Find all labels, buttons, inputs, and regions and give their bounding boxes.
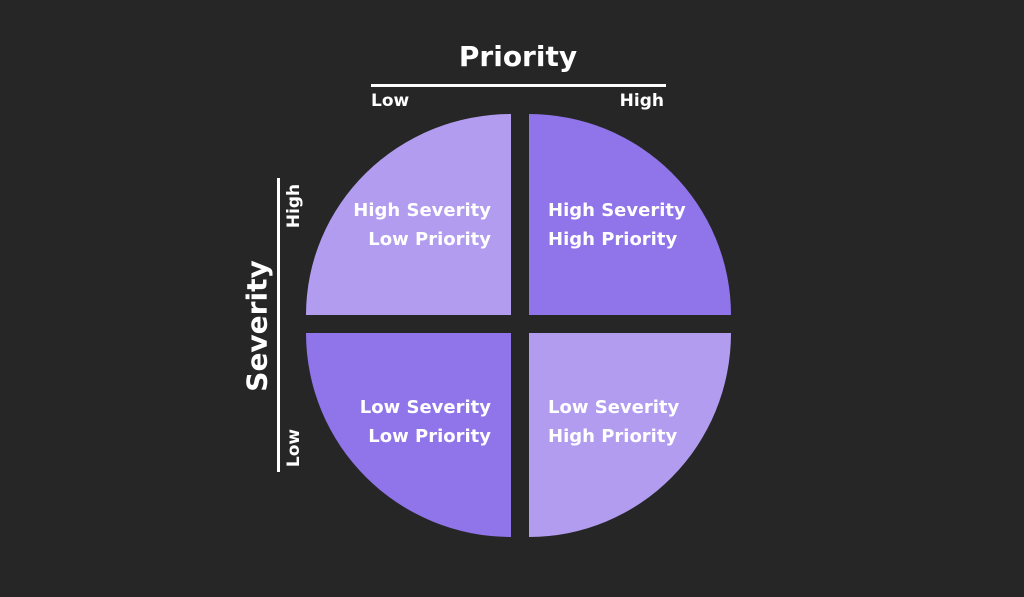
quadrant-high-severity-high-priority: High Severity High Priority xyxy=(529,114,731,315)
quadrant-label-line1: High Severity xyxy=(548,199,686,221)
quadrant-label-line1: Low Severity xyxy=(359,396,491,418)
priority-axis-title: Priority xyxy=(458,40,578,73)
severity-high-label: High xyxy=(284,183,304,229)
quadrant-label-line2: High Priority xyxy=(548,228,678,250)
quadrant-label-line1: High Severity xyxy=(353,199,491,221)
priority-high-label: High xyxy=(619,91,664,111)
quadrant-label-line2: High Priority xyxy=(548,425,678,447)
quadrant-low-severity-low-priority: Low Severity Low Priority xyxy=(306,333,511,537)
severity-axis-line xyxy=(277,178,280,472)
quadrant-low-severity-high-priority: Low Severity High Priority xyxy=(529,333,731,537)
quadrant-high-severity-low-priority: High Severity Low Priority xyxy=(306,114,511,315)
priority-axis-line xyxy=(371,84,666,87)
severity-low-label: Low xyxy=(284,428,304,468)
quadrant-label-line2: Low Priority xyxy=(368,425,491,447)
quadrant-label-line1: Low Severity xyxy=(548,396,680,418)
quadrant-label-line2: Low Priority xyxy=(368,228,491,250)
priority-low-label: Low xyxy=(371,91,410,111)
severity-axis-title: Severity xyxy=(240,260,274,392)
